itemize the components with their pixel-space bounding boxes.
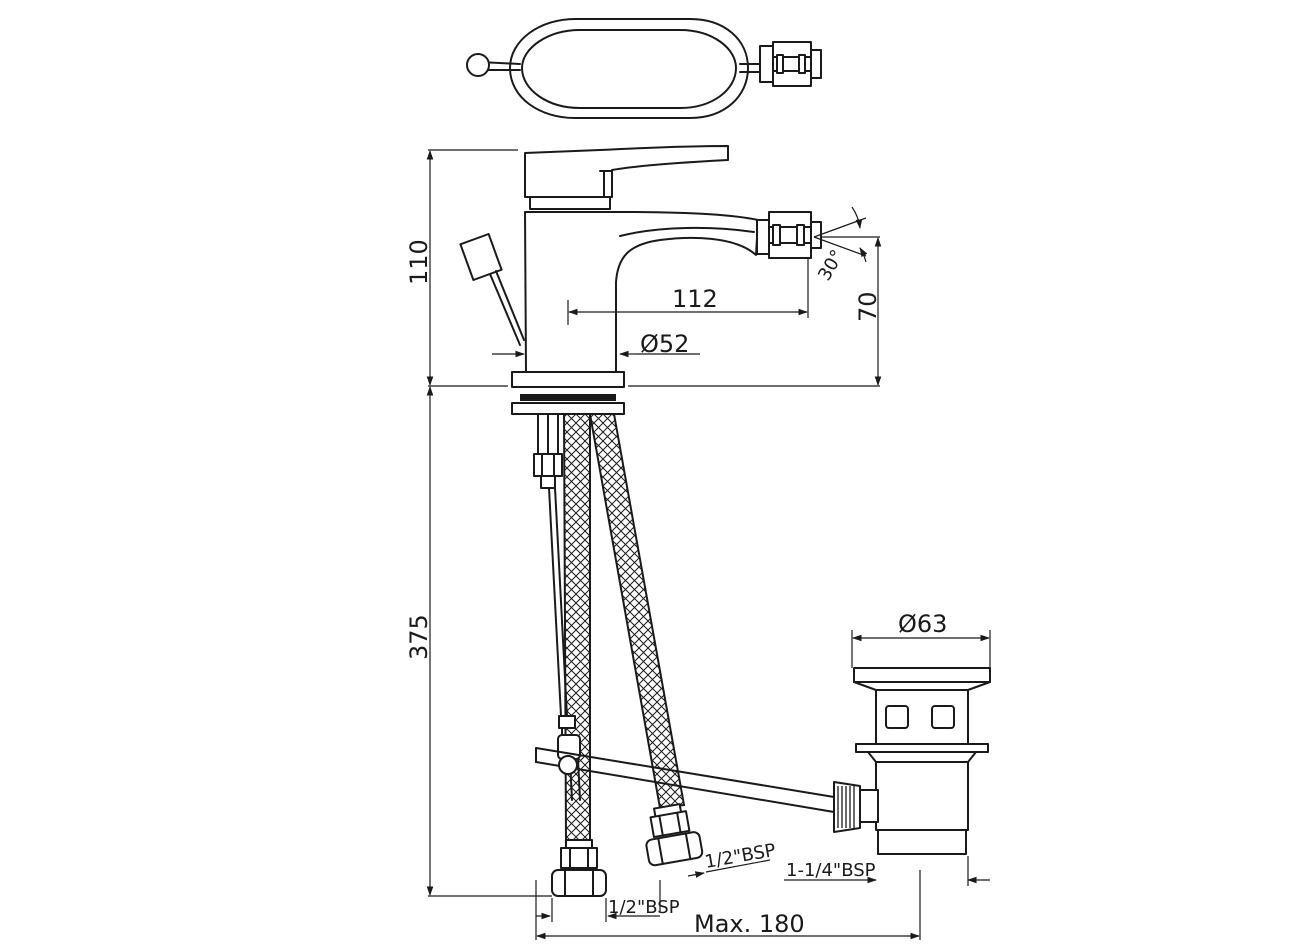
mixer-side-view <box>459 145 822 455</box>
dim-label-375: 375 <box>405 614 433 660</box>
dim-label-bsp-right: 1/2"BSP <box>703 840 777 873</box>
dim-label-waste-bsp: 1-1/4"BSP <box>786 860 876 881</box>
hose-fitting-left <box>551 839 607 897</box>
base-plate <box>511 371 625 388</box>
fixing-washer <box>511 402 625 415</box>
spray-nozzle-side <box>756 211 822 259</box>
dim-label-bsp-left: 1/2"BSP <box>608 897 680 918</box>
flexible-hoses <box>551 413 704 897</box>
dimension-lines <box>426 149 991 940</box>
pop-up-waste <box>833 667 991 855</box>
spray-nozzle-top <box>759 41 822 87</box>
dim-label-30deg: 30° <box>814 246 848 284</box>
mixer-body <box>524 211 759 373</box>
lift-rod-knob-top <box>466 53 490 77</box>
waste-plug-cap <box>853 667 991 683</box>
top-view <box>466 18 822 119</box>
pop-up-lift-rod <box>459 233 525 346</box>
dim-label-70: 70 <box>854 291 882 322</box>
lever-handle <box>524 145 729 198</box>
dim-label-110: 110 <box>405 239 433 285</box>
dim-label-max180: Max. 180 <box>694 910 805 938</box>
pop-up-linkage <box>533 453 835 813</box>
hose-fitting-right <box>645 803 704 867</box>
dim-label-d63: Ø63 <box>898 610 947 638</box>
dim-label-112: 112 <box>672 285 718 313</box>
dim-label-d52: Ø52 <box>640 330 689 358</box>
